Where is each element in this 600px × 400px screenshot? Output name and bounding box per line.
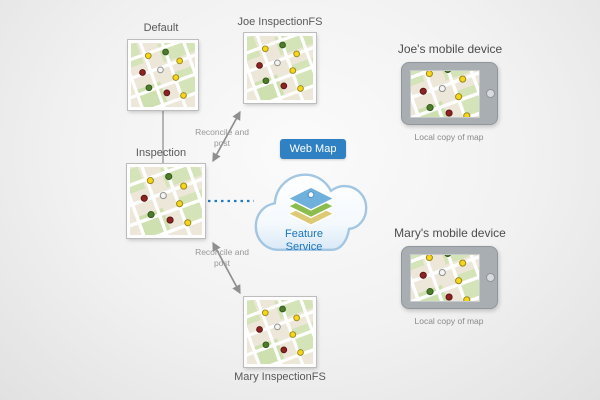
mary-version-label: Mary InspectionFS bbox=[234, 371, 326, 383]
map-thumbnail-icon bbox=[411, 255, 479, 301]
mary-device-caption: Local copy of map bbox=[414, 316, 484, 326]
feature-service-label: Feature Service bbox=[285, 228, 323, 253]
map-thumbnail-icon bbox=[411, 71, 479, 117]
joe-tablet-screen bbox=[410, 70, 480, 118]
reconcile-post-label-mary: Reconcile and post bbox=[195, 247, 249, 269]
joe-tablet bbox=[401, 62, 498, 125]
joe-device-title: Joe's mobile device bbox=[397, 42, 503, 56]
mary-device-title: Mary's mobile device bbox=[394, 226, 506, 240]
reconcile-post-label-joe: Reconcile and post bbox=[195, 127, 249, 149]
default-map bbox=[128, 40, 198, 110]
joe-version-map bbox=[244, 33, 316, 103]
map-thumbnail-icon bbox=[247, 300, 313, 364]
inspection-map bbox=[127, 164, 205, 238]
mary-tablet bbox=[401, 246, 498, 309]
inspection-version-label: Inspection bbox=[135, 147, 187, 159]
map-layers-icon bbox=[286, 186, 336, 226]
joe-device-caption: Local copy of map bbox=[414, 132, 484, 142]
cloud-icon bbox=[254, 173, 368, 252]
default-version-label: Default bbox=[143, 22, 179, 34]
home-button-icon bbox=[486, 273, 495, 282]
mary-tablet-screen bbox=[410, 254, 480, 302]
home-button-icon bbox=[486, 89, 495, 98]
map-thumbnail-icon bbox=[130, 167, 202, 235]
map-thumbnail-icon bbox=[131, 43, 195, 107]
joe-version-label: Joe InspectionFS bbox=[237, 16, 323, 28]
map-thumbnail-icon bbox=[247, 36, 313, 100]
mary-version-map bbox=[244, 297, 316, 367]
web-map-badge: Web Map bbox=[280, 139, 346, 159]
